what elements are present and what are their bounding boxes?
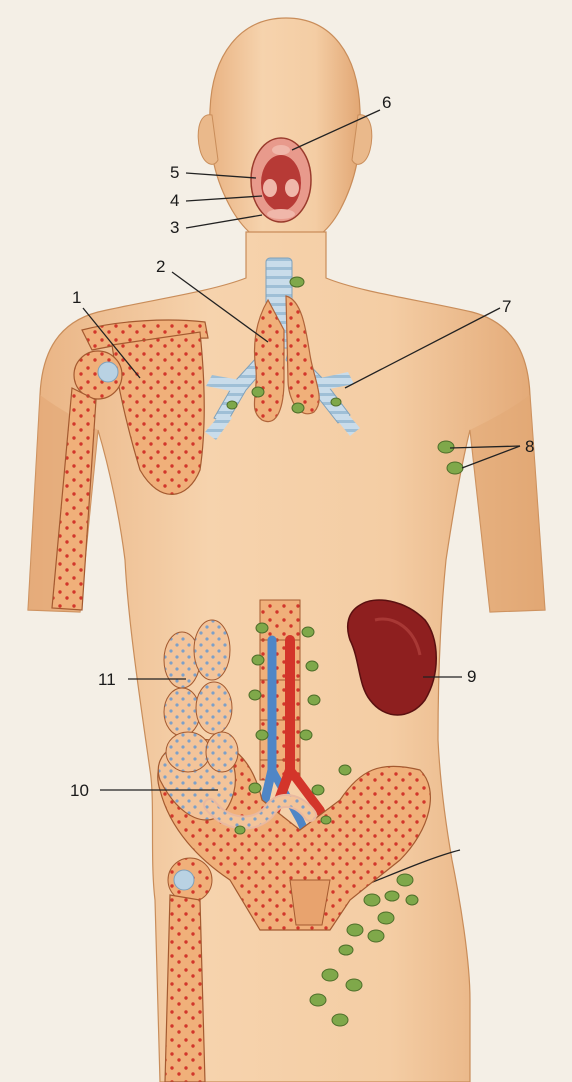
label-5: 5 (170, 163, 179, 182)
lymph-node (306, 661, 318, 671)
lymph-node (321, 816, 331, 824)
lymph-node (235, 826, 245, 834)
label-6: 6 (382, 93, 391, 112)
lymph-node (332, 1014, 348, 1026)
lymph-node (292, 403, 304, 413)
lymph-node (308, 695, 320, 705)
lymph-node (385, 891, 399, 901)
lymph-node (310, 994, 326, 1006)
lymph-node (339, 765, 351, 775)
label-9: 9 (467, 667, 476, 686)
mouth-tonsils (251, 138, 311, 222)
label-11: 11 (98, 670, 116, 689)
lymph-node (438, 441, 454, 453)
lymph-node (290, 277, 304, 287)
lymph-node (312, 785, 324, 795)
lymph-node (397, 874, 413, 886)
label-3: 3 (170, 218, 179, 237)
lymph-node (249, 690, 261, 700)
lymph-node (364, 894, 380, 906)
lymph-node (256, 623, 268, 633)
label-4: 4 (170, 191, 179, 210)
lymph-node (346, 979, 362, 991)
lymph-node (252, 655, 264, 665)
label-8: 8 (525, 437, 534, 456)
intestine-peyers-patches (164, 620, 238, 772)
lymph-node (339, 945, 353, 955)
lymph-node (378, 912, 394, 924)
label-1: 1 (72, 288, 81, 307)
lymph-node (302, 627, 314, 637)
label-2: 2 (156, 257, 165, 276)
lymph-node (252, 387, 264, 397)
lymph-node (322, 969, 338, 981)
lymph-node (300, 730, 312, 740)
lymph-node (447, 462, 463, 474)
lymph-node (331, 398, 341, 406)
lymph-node (256, 730, 268, 740)
lymph-node (249, 783, 261, 793)
lymph-node (347, 924, 363, 936)
lymph-node (406, 895, 418, 905)
lymph-node (368, 930, 384, 942)
lymph-node (227, 401, 237, 409)
label-7: 7 (502, 297, 511, 316)
label-10: 10 (70, 781, 89, 800)
